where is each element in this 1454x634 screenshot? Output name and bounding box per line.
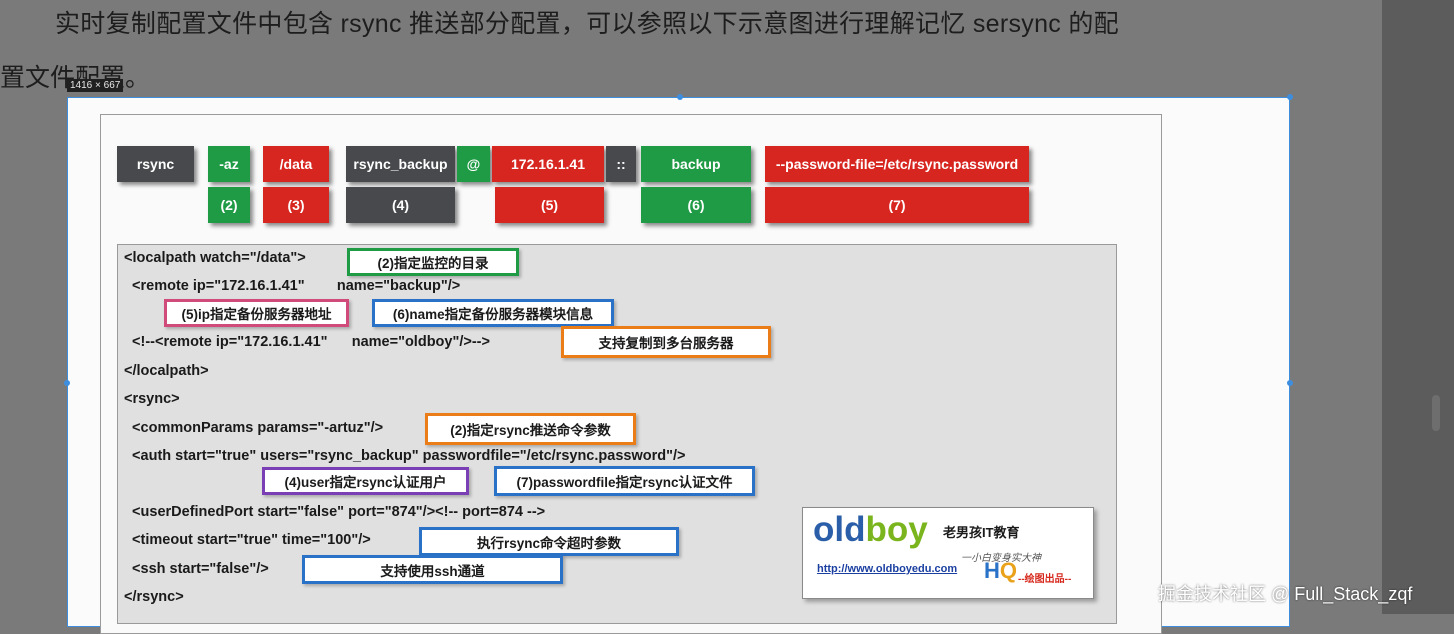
code-line-ssh: <ssh start="false"/>: [124, 561, 269, 577]
num-3: (3): [263, 187, 329, 223]
cmd-rsync: rsync: [117, 146, 194, 182]
resize-handle-top-right[interactable]: [1287, 94, 1293, 100]
note-push-params: (2)指定rsync推送命令参数: [425, 413, 636, 445]
num-4: (4): [346, 187, 455, 223]
num-7: (7): [765, 187, 1029, 223]
hq-logo-icon: HQ: [984, 558, 1018, 583]
num-5: (5): [495, 187, 604, 223]
cmd-separator: ::: [606, 146, 636, 182]
code-line-user-port: <userDefinedPort start="false" port="874…: [124, 504, 546, 520]
num-2: (2): [208, 187, 250, 223]
note-module-name: (6)name指定备份服务器模块信息: [372, 299, 614, 327]
cmd-az: -az: [208, 146, 250, 182]
logo-slogan: 一小白变身实大神: [961, 553, 1041, 564]
cmd-module: backup: [641, 146, 751, 182]
selection-size-badge: 1416 × 667: [67, 79, 124, 92]
code-line-localpath-end: </localpath>: [124, 363, 209, 379]
resize-handle-right[interactable]: [1287, 380, 1293, 386]
scrollbar-thumb[interactable]: [1432, 395, 1440, 431]
cmd-ip: 172.16.1.41: [492, 146, 604, 182]
note-watch-dir: (2)指定监控的目录: [347, 248, 519, 276]
watermark: 掘金技术社区 @ Full_Stack_zqf: [1158, 584, 1413, 604]
code-line-timeout: <timeout start="true" time="100"/>: [124, 532, 371, 548]
code-line-auth: <auth start="true" users="rsync_backup" …: [124, 448, 686, 464]
oldboy-logo: oldboy: [813, 510, 928, 549]
note-ssh: 支持使用ssh通道: [302, 555, 563, 584]
cmd-user: rsync_backup: [346, 146, 455, 182]
note-multi-server: 支持复制到多台服务器: [561, 326, 771, 358]
oldboy-logo-card: oldboy 老男孩IT教育 一小白变身实大神 http://www.oldbo…: [802, 507, 1094, 599]
resize-handle-left[interactable]: [64, 380, 70, 386]
note-password-file: (7)passwordfile指定rsync认证文件: [494, 466, 755, 496]
right-side-panel: [1382, 0, 1454, 614]
logo-made-by: --绘图出品--: [1018, 574, 1072, 585]
note-ip-address: (5)ip指定备份服务器地址: [164, 299, 349, 327]
code-line-remote: <remote ip="172.16.1.41" name="backup"/>: [124, 278, 461, 294]
cmd-password-file: --password-file=/etc/rsync.password: [765, 146, 1029, 182]
code-line-rsync-end: </rsync>: [124, 589, 184, 605]
code-line-common-params: <commonParams params="-artuz"/>: [124, 420, 384, 436]
logo-url-link[interactable]: http://www.oldboyedu.com: [817, 563, 958, 575]
code-line-rsync: <rsync>: [124, 391, 180, 407]
note-auth-user: (4)user指定rsync认证用户: [262, 467, 469, 495]
note-timeout: 执行rsync命令超时参数: [419, 527, 679, 556]
code-line-remote-comment: <!--<remote ip="172.16.1.41" name="oldbo…: [124, 334, 490, 350]
num-6: (6): [641, 187, 751, 223]
cmd-at: @: [457, 146, 490, 182]
code-line-localpath: <localpath watch="/data">: [124, 250, 306, 266]
logo-chinese-name: 老男孩IT教育: [943, 525, 1020, 540]
heading-line-1: 实时复制配置文件中包含 rsync 推送部分配置，可以参照以下示意图进行理解记忆…: [55, 10, 1119, 38]
cmd-data: /data: [263, 146, 329, 182]
resize-handle-top[interactable]: [677, 94, 683, 100]
